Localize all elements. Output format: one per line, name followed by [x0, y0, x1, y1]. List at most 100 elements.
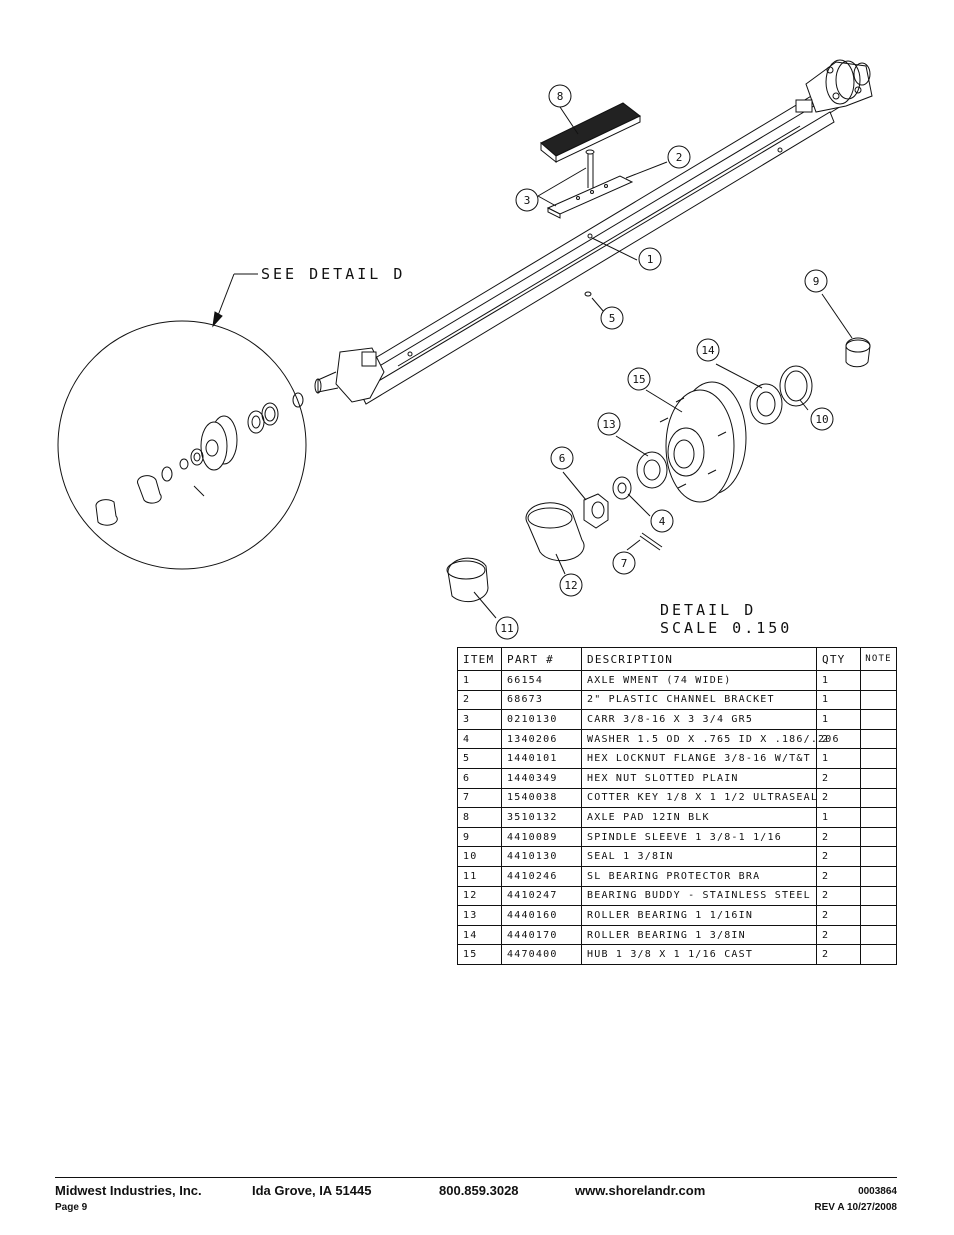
cell-description: AXLE PAD 12IN BLK: [581, 807, 817, 828]
balloon-14: [696, 338, 720, 362]
header-qty: QTY: [816, 647, 861, 671]
cell-note: [860, 689, 897, 711]
slotted-nut: [583, 493, 609, 529]
cell-description: COTTER KEY 1/8 X 1 1/2 ULTRASEAL: [581, 787, 817, 809]
balloon-11: [495, 616, 519, 640]
footer-website: www.shorelandr.com: [575, 1183, 706, 1198]
cell-description: 2" PLASTIC CHANNEL BRACKET: [581, 689, 817, 711]
balloon-label-9: 9: [813, 275, 820, 288]
detail-scale: SCALE 0.150: [660, 619, 792, 637]
bearing-protector: [446, 557, 489, 603]
balloon-label-4: 4: [659, 515, 666, 528]
cell-item: 10: [457, 846, 502, 867]
cell-part: 4410130: [501, 846, 582, 867]
page-footer: Midwest Industries, Inc. Ida Grove, IA 5…: [55, 1177, 897, 1213]
cell-item: 14: [457, 924, 502, 946]
cell-note: [860, 709, 897, 730]
cell-qty: 2: [816, 865, 861, 887]
cell-description: HEX LOCKNUT FLANGE 3/8-16 W/T&T: [581, 748, 817, 769]
cell-part: 4410247: [501, 885, 582, 907]
cell-qty: 2: [816, 767, 861, 789]
cell-description: CARR 3/8-16 X 3 3/4 GR5: [581, 709, 817, 730]
cell-part: 4440160: [501, 905, 582, 926]
cell-part: 1540038: [501, 787, 582, 809]
cell-qty: 2: [816, 885, 861, 907]
cell-part: 66154: [501, 670, 582, 691]
cell-part: 4410246: [501, 865, 582, 887]
cell-item: 13: [457, 905, 502, 926]
balloon-5: [600, 306, 624, 330]
bearing-buddy: [525, 502, 585, 562]
see-detail-callout: SEE DETAIL D: [261, 265, 405, 283]
cell-qty: 2: [816, 924, 861, 946]
cell-part: 68673: [501, 689, 582, 711]
cell-note: [860, 885, 897, 907]
seal: [779, 365, 813, 407]
balloon-4: [650, 509, 674, 533]
cell-part: 4470400: [501, 944, 582, 965]
cell-note: [860, 670, 897, 691]
cell-part: 1440101: [501, 748, 582, 769]
cell-part: 4440170: [501, 924, 582, 946]
balloon-label-8: 8: [557, 90, 564, 103]
cell-qty: 1: [816, 709, 861, 730]
cell-qty: 1: [816, 748, 861, 769]
cell-note: [860, 905, 897, 926]
balloon-15: [627, 367, 651, 391]
channel-bracket: [546, 175, 634, 219]
cell-item: 7: [457, 787, 502, 809]
cell-part: 4410089: [501, 826, 582, 848]
balloon-10: [810, 407, 834, 431]
cell-note: [860, 787, 897, 809]
axle-pad: [540, 102, 641, 164]
cell-qty: 2: [816, 826, 861, 848]
cell-note: [860, 944, 897, 965]
cell-item: 3: [457, 709, 502, 730]
footer-location: Ida Grove, IA 51445: [252, 1183, 372, 1198]
balloon-label-13: 13: [602, 418, 615, 431]
balloon-label-11: 11: [500, 622, 513, 635]
cell-qty: 1: [816, 807, 861, 828]
hub: [659, 381, 747, 503]
cell-note: [860, 924, 897, 946]
cell-description: ROLLER BEARING 1 3/8IN: [581, 924, 817, 946]
axle-beam: [314, 59, 873, 405]
cell-note: [860, 728, 897, 750]
cell-part: 1340206: [501, 728, 582, 750]
balloon-label-10: 10: [815, 413, 828, 426]
cell-description: SL BEARING PROTECTOR BRA: [581, 865, 817, 887]
cell-description: WASHER 1.5 OD X .765 ID X .186/.206: [581, 728, 839, 750]
cell-note: [860, 748, 897, 769]
cell-description: AXLE WMENT (74 WIDE): [581, 670, 817, 691]
footer-company: Midwest Industries, Inc.: [55, 1183, 202, 1198]
balloon-label-3: 3: [524, 194, 531, 207]
cell-qty: 1: [816, 689, 861, 711]
footer-doc-number: 0003864: [858, 1186, 897, 1197]
cell-description: SEAL 1 3/8IN: [581, 846, 817, 867]
roller-bearing-small: [636, 451, 668, 489]
cell-description: BEARING BUDDY - STAINLESS STEEL: [581, 885, 817, 907]
balloon-label-15: 15: [632, 373, 645, 386]
leader-lines: [212, 106, 853, 619]
header-note: NOTE: [860, 647, 897, 671]
cell-item: 8: [457, 807, 502, 828]
carriage-bolt: [585, 149, 595, 188]
cell-note: [860, 807, 897, 828]
cell-item: 11: [457, 865, 502, 887]
balloon-label-14: 14: [701, 344, 715, 357]
cell-qty: 2: [816, 846, 861, 867]
cell-part: 3510132: [501, 807, 582, 828]
